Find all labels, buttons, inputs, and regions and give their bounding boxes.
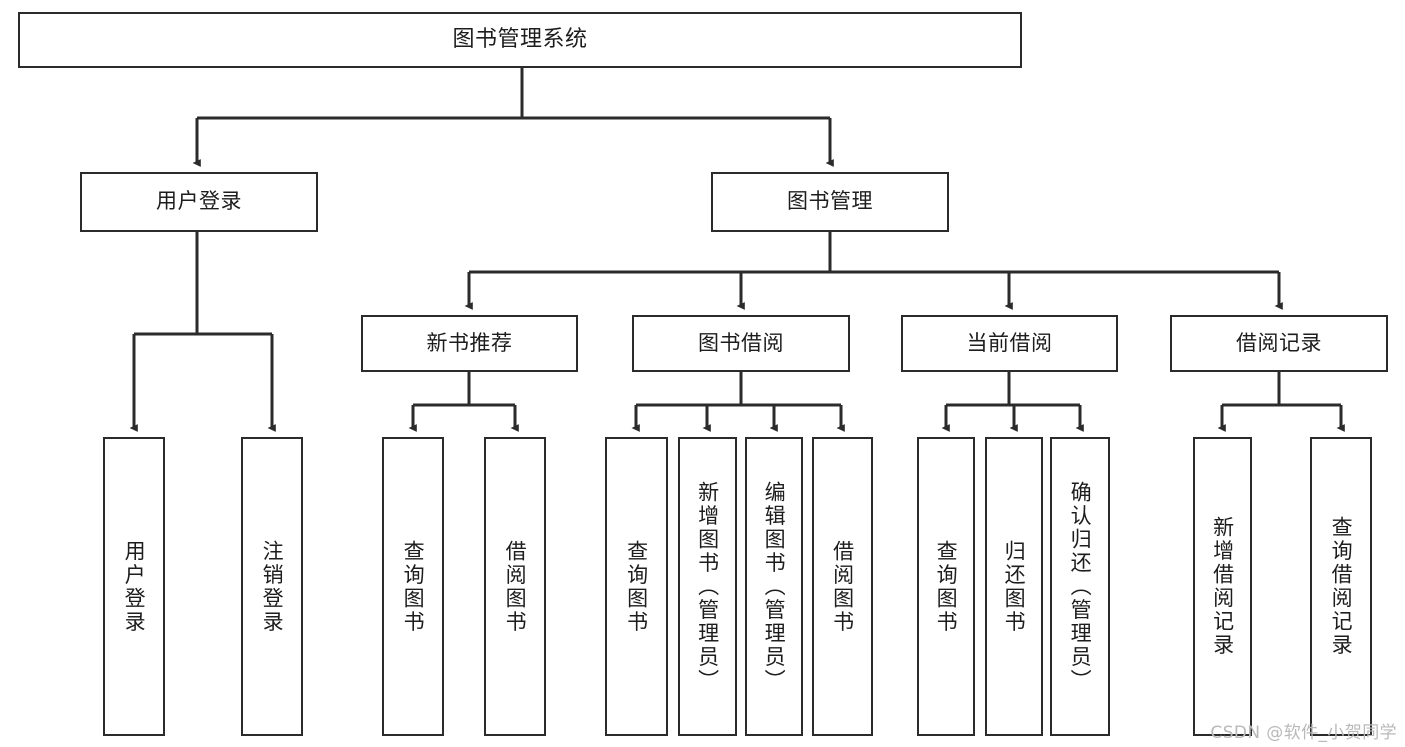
node-leaf-borrow-add[interactable]: 新增图书（管理员） bbox=[678, 437, 737, 736]
node-current-borrow[interactable]: 当前借阅 bbox=[901, 315, 1118, 372]
node-leaf-logout-label: 注销登录 bbox=[260, 539, 285, 634]
node-book-borrow[interactable]: 图书借阅 bbox=[632, 315, 850, 372]
node-leaf-user-login-label: 用户登录 bbox=[122, 539, 147, 634]
node-leaf-current-confirm-label: 确认归还（管理员） bbox=[1068, 480, 1093, 693]
node-leaf-borrow-lend[interactable]: 借阅图书 bbox=[812, 437, 873, 736]
node-book-management[interactable]: 图书管理 bbox=[711, 172, 949, 232]
node-book-management-label: 图书管理 bbox=[787, 189, 873, 214]
node-root-system[interactable]: 图书管理系统 bbox=[18, 12, 1022, 68]
node-user-login[interactable]: 用户登录 bbox=[80, 172, 318, 232]
node-leaf-newbook-borrow[interactable]: 借阅图书 bbox=[484, 437, 546, 736]
node-leaf-newbook-query[interactable]: 查询图书 bbox=[382, 437, 444, 736]
node-leaf-current-return[interactable]: 归还图书 bbox=[985, 437, 1043, 736]
node-leaf-borrow-query[interactable]: 查询图书 bbox=[605, 437, 668, 736]
node-leaf-record-query[interactable]: 查询借阅记录 bbox=[1310, 437, 1372, 736]
node-leaf-record-add[interactable]: 新增借阅记录 bbox=[1193, 437, 1252, 736]
node-leaf-current-query-label: 查询图书 bbox=[934, 539, 959, 634]
node-leaf-current-confirm[interactable]: 确认归还（管理员） bbox=[1050, 437, 1110, 736]
node-leaf-current-query[interactable]: 查询图书 bbox=[917, 437, 975, 736]
node-borrow-record-label: 借阅记录 bbox=[1236, 330, 1322, 355]
node-leaf-logout[interactable]: 注销登录 bbox=[241, 437, 303, 736]
node-leaf-user-login[interactable]: 用户登录 bbox=[103, 437, 165, 736]
watermark: CSDN @软件_小贺同学 bbox=[1210, 723, 1397, 743]
node-new-book-recommend-label: 新书推荐 bbox=[426, 330, 513, 355]
node-current-borrow-label: 当前借阅 bbox=[966, 330, 1053, 355]
node-leaf-record-query-label: 查询借阅记录 bbox=[1329, 516, 1354, 657]
node-leaf-borrow-edit-label: 编辑图书（管理员） bbox=[762, 480, 787, 693]
node-leaf-borrow-edit[interactable]: 编辑图书（管理员） bbox=[745, 437, 803, 736]
node-new-book-recommend[interactable]: 新书推荐 bbox=[361, 315, 578, 372]
node-leaf-record-add-label: 新增借阅记录 bbox=[1210, 516, 1235, 657]
node-root-system-label: 图书管理系统 bbox=[452, 26, 588, 52]
node-user-login-label: 用户登录 bbox=[156, 189, 242, 214]
node-borrow-record[interactable]: 借阅记录 bbox=[1170, 315, 1388, 372]
node-leaf-borrow-query-label: 查询图书 bbox=[624, 539, 649, 634]
node-leaf-newbook-query-label: 查询图书 bbox=[401, 539, 426, 634]
node-leaf-newbook-borrow-label: 借阅图书 bbox=[503, 539, 528, 634]
node-leaf-borrow-lend-label: 借阅图书 bbox=[830, 539, 855, 634]
node-leaf-borrow-add-label: 新增图书（管理员） bbox=[695, 480, 720, 693]
node-leaf-current-return-label: 归还图书 bbox=[1002, 539, 1027, 634]
node-book-borrow-label: 图书借阅 bbox=[698, 330, 784, 355]
